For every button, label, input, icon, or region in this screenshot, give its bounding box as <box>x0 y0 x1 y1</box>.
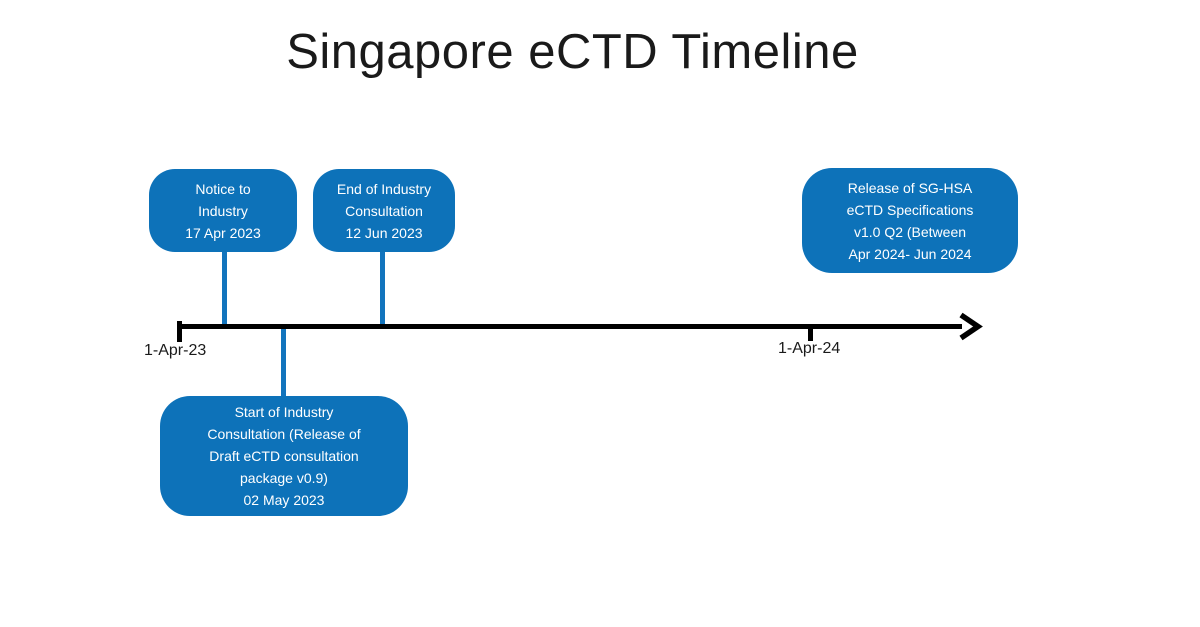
event-box-release-specifications: Release of SG-HSA eCTD Specifications v1… <box>802 168 1018 273</box>
event-text-line: Consultation (Release of <box>207 426 361 442</box>
arrowhead-icon <box>959 312 983 341</box>
event-box-start-of-consultation: Start of Industry Consultation (Release … <box>160 396 408 516</box>
event-date: 02 May 2023 <box>243 492 325 508</box>
event-text-line: Release of SG-HSA <box>847 179 973 196</box>
connector-notice-to-industry <box>222 250 227 328</box>
event-text-line: Apr 2024- Jun 2024 <box>848 245 972 262</box>
event-box-end-of-consultation: End of Industry Consultation 12 Jun 2023 <box>313 169 455 252</box>
connector-start-of-consultation <box>281 326 286 398</box>
event-text-line: Industry <box>198 202 248 219</box>
event-text-line: End of Industry <box>336 180 432 197</box>
event-box-notice-to-industry: Notice to Industry 17 Apr 2023 <box>149 169 297 252</box>
event-text-line: package v0.9) <box>240 470 328 486</box>
event-text-line: Draft eCTD consultation <box>209 448 359 464</box>
event-date: 12 Jun 2023 <box>345 224 423 241</box>
axis-label-end-date: 1-Apr-24 <box>778 340 841 357</box>
event-date: 17 Apr 2023 <box>185 224 261 241</box>
event-text-line: Consultation <box>345 202 423 219</box>
event-text-line: Notice to <box>195 180 251 197</box>
axis-label-start-date: 1-Apr-23 <box>144 342 207 359</box>
connector-end-of-consultation <box>380 250 385 328</box>
event-text-line: Start of Industry <box>234 404 334 420</box>
event-text-line: v1.0 Q2 (Between <box>853 223 967 240</box>
axis-tick-end <box>808 326 813 341</box>
event-text-line: eCTD Specifications <box>846 201 974 218</box>
timeline-axis <box>177 324 962 329</box>
axis-tick-start <box>177 321 182 342</box>
page-title: Singapore eCTD Timeline <box>286 25 859 79</box>
